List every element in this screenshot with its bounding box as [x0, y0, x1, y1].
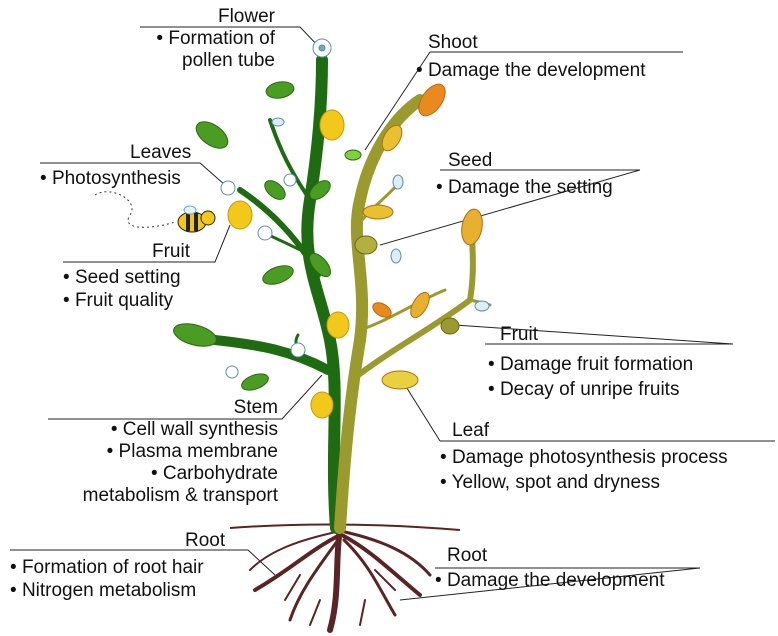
leaf-title: Leaf: [452, 420, 489, 442]
right-root-title: Root: [447, 545, 487, 567]
flower-callout: Flower Formation of pollen tube: [140, 6, 275, 72]
leaves-title: Leaves: [130, 142, 191, 164]
shoot-title: Shoot: [428, 32, 478, 54]
stem-title: Stem: [48, 397, 278, 419]
seed-title: Seed: [448, 150, 492, 172]
right-root-item: Damage the development: [435, 570, 665, 592]
flower-item-continued: pollen tube: [140, 50, 275, 72]
leaf-item: Yellow, spot and dryness: [440, 472, 660, 494]
stem-item: Plasma membrane: [48, 441, 278, 463]
roots: [250, 528, 430, 630]
shoot-item: Damage the development: [416, 60, 646, 82]
stem-callout: Stem Cell wall synthesis Plasma membrane…: [48, 397, 278, 507]
right-fruit-item: Damage fruit formation: [488, 354, 693, 376]
stem-item: Carbohydrate: [48, 463, 278, 485]
right-fruit-title: Fruit: [500, 324, 538, 346]
left-root-item: Nitrogen metabolism: [10, 580, 196, 602]
right-fruit-item: Decay of unripe fruits: [488, 379, 679, 401]
left-fruit-title: Fruit: [152, 241, 190, 263]
callout-lines: [10, 27, 775, 600]
leaves-item: Photosynthesis: [40, 168, 181, 190]
left-fruit-item: Fruit quality: [63, 290, 173, 312]
left-root-item: Formation of root hair: [10, 557, 204, 579]
stem-item-continued: metabolism & transport: [48, 485, 278, 507]
left-root-title: Root: [185, 530, 225, 552]
flower-item: Formation of: [140, 28, 275, 50]
leaf-item: Damage photosynthesis process: [440, 447, 728, 469]
left-fruit-item: Seed setting: [63, 267, 181, 289]
bee-icon: [95, 192, 215, 232]
seed-item: Damage the setting: [436, 177, 613, 199]
stem-item: Cell wall synthesis: [48, 419, 278, 441]
flower-title: Flower: [140, 6, 275, 28]
